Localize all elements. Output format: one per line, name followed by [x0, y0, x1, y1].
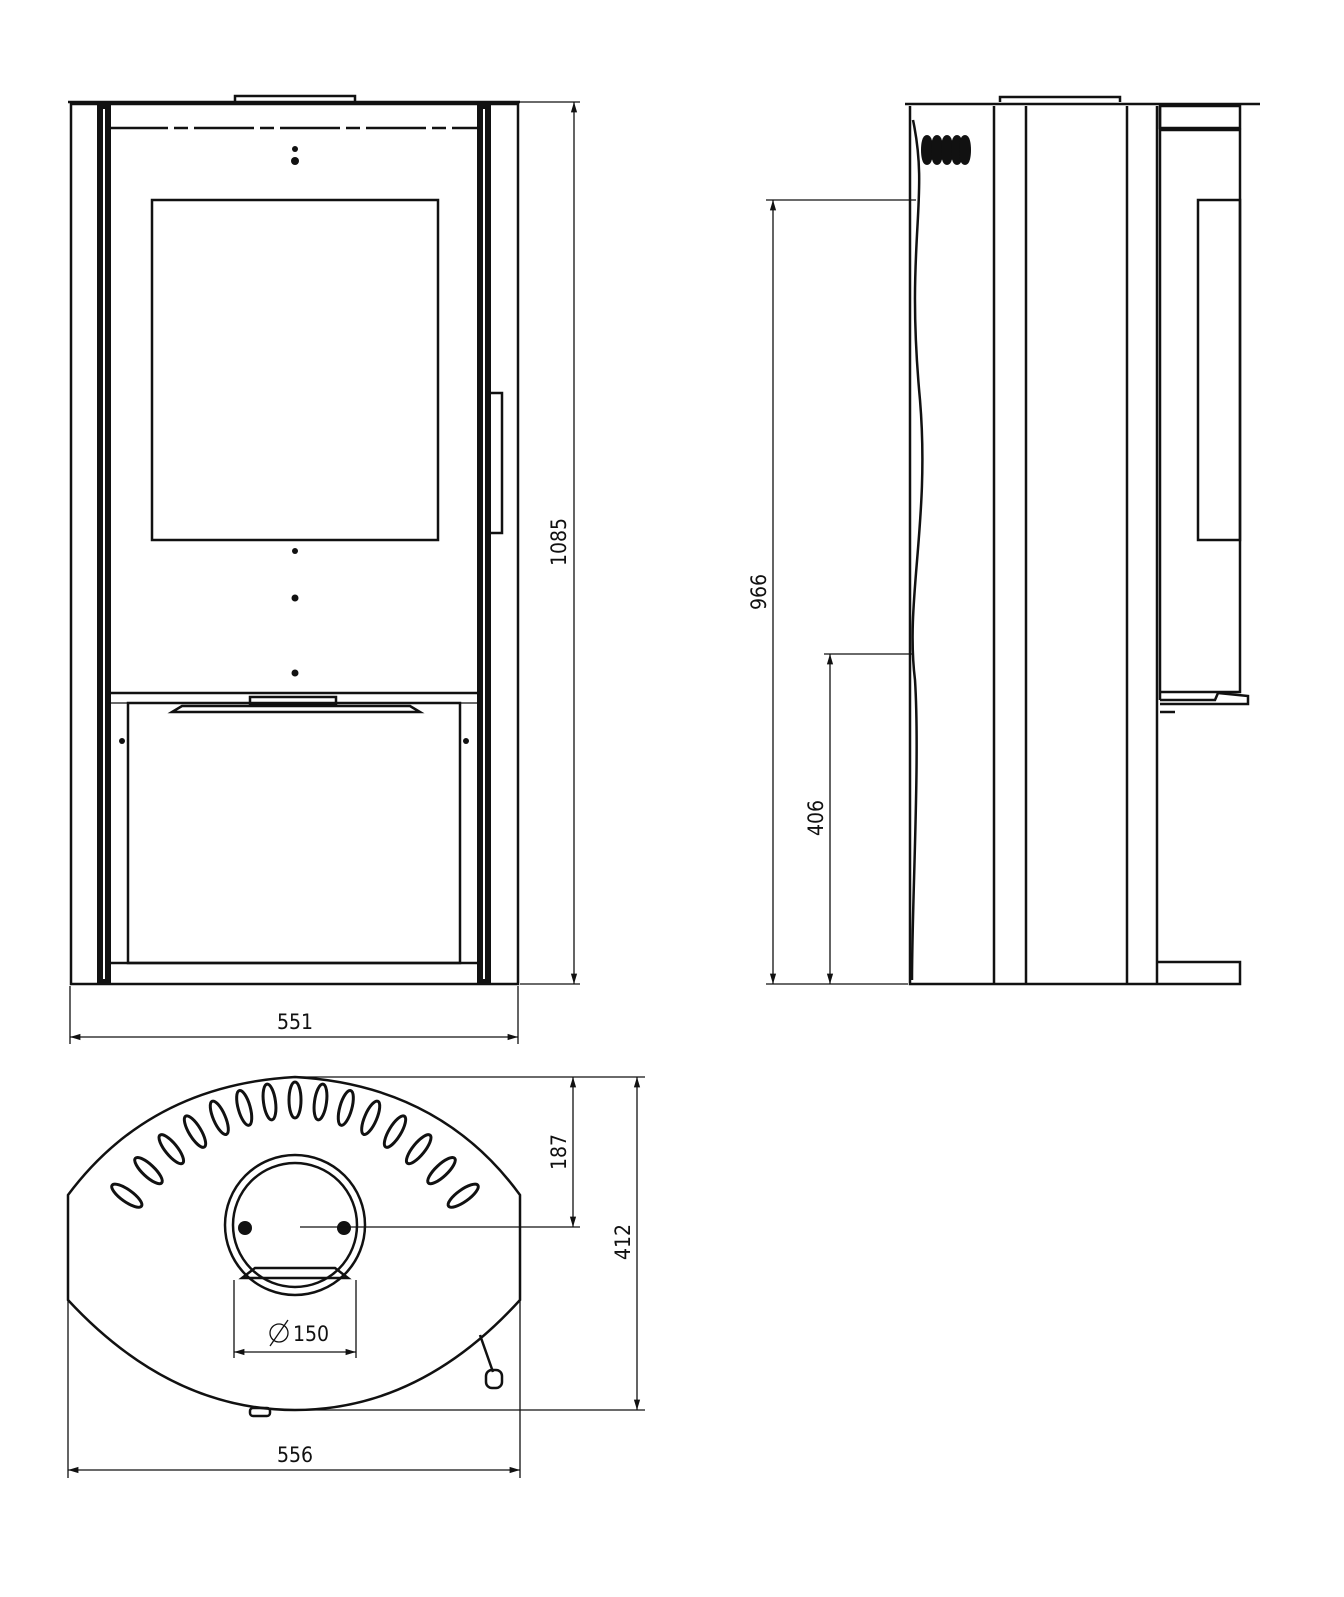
diameter-symbol-icon [269, 1319, 289, 1347]
vent-slot [110, 1182, 144, 1209]
vent-slot [287, 1080, 303, 1120]
vent-slot [404, 1133, 433, 1166]
dim-flue-height: 966 [747, 574, 771, 610]
dim-flue-offset: 187 [547, 1134, 571, 1170]
vent-slot [446, 1182, 480, 1209]
vent-slot [182, 1114, 208, 1149]
vent-slot [312, 1082, 329, 1122]
vent-slot [157, 1133, 186, 1166]
dim-total-height: 1085 [547, 518, 571, 566]
front-view [68, 94, 520, 986]
top-view [66, 1075, 522, 1418]
dim-depth: 412 [611, 1224, 635, 1260]
vent-slot [235, 1088, 254, 1127]
vent-slot [360, 1099, 382, 1136]
side-view [905, 95, 1260, 986]
dim-front-width: 551 [277, 1010, 313, 1034]
top-vent-slots-icon [110, 1080, 480, 1209]
dim-air-inlet-height: 406 [804, 800, 828, 836]
dim-top-width: 556 [277, 1443, 313, 1467]
side-vent-slots-icon [921, 135, 971, 165]
vent-slot [336, 1088, 355, 1127]
vent-slot [133, 1156, 164, 1186]
door-handle [486, 391, 504, 535]
vent-slot [261, 1082, 278, 1122]
dim-flue-diameter: 150 [293, 1322, 329, 1346]
dimension-lines [67, 101, 916, 1478]
vent-slot [208, 1099, 230, 1136]
door-glass [150, 198, 440, 542]
vent-slot [382, 1114, 408, 1149]
vent-slot [426, 1156, 457, 1186]
